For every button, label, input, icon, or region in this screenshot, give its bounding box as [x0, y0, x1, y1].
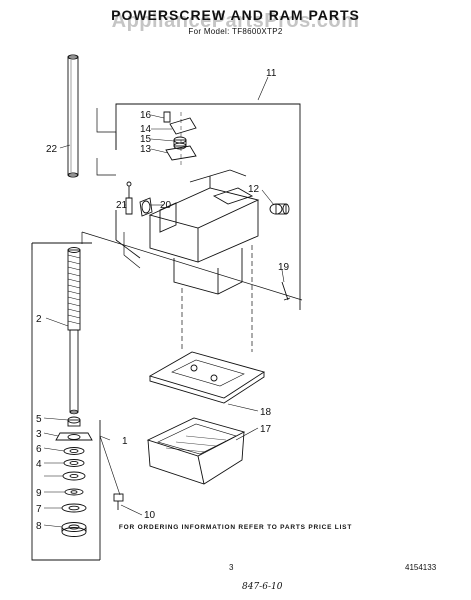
callout-21: 21: [116, 200, 128, 211]
diagram-title: POWERSCREW AND RAM PARTS: [111, 7, 360, 23]
ram-housing-block: [148, 169, 260, 295]
ordering-note: FOR ORDERING INFORMATION REFER TO PARTS …: [118, 524, 353, 531]
callout-16: 16: [140, 110, 152, 121]
callout-3: 3: [36, 429, 42, 440]
callout-labels: 1 2 3 4 5 6 7 8 9 10 11 12 13 14 15 16 1…: [36, 68, 290, 532]
part-1-frame: [31, 242, 101, 561]
callout-10: 10: [144, 510, 156, 521]
part-11-housing-frame: [115, 103, 301, 310]
guide-lines: [81, 108, 303, 352]
callout-7: 7: [36, 504, 42, 515]
part-stack-3-to-9: [55, 416, 93, 537]
callout-8: 8: [36, 521, 42, 532]
part-10-bolt: [99, 435, 124, 510]
page-number: 3: [229, 563, 234, 572]
callout-9: 9: [36, 488, 42, 499]
callout-5: 5: [36, 414, 42, 425]
callout-6: 6: [36, 444, 42, 455]
callout-20: 20: [160, 200, 172, 211]
document-code: 4154133: [405, 563, 437, 572]
leader-lines: [43, 76, 285, 528]
callout-12: 12: [248, 184, 260, 195]
callout-17: 17: [260, 424, 272, 435]
callout-18: 18: [260, 407, 272, 418]
callout-19: 19: [278, 262, 290, 273]
callout-1: 1: [122, 436, 128, 447]
model-subtitle: For Model: TF8600XTP2: [188, 27, 283, 36]
handwritten-note: 847-6-10: [242, 582, 283, 592]
part-22-rod: [67, 54, 79, 178]
callout-15: 15: [140, 134, 152, 145]
callout-14: 14: [140, 124, 152, 135]
callout-4: 4: [36, 459, 42, 470]
part-19-pin: [281, 281, 291, 301]
part-17-tray: [146, 417, 246, 485]
callout-22: 22: [46, 144, 58, 155]
part-2-powerscrew: [67, 247, 81, 415]
parts-13-to-16: [163, 111, 197, 165]
callout-11: 11: [266, 68, 277, 79]
part-18-plate: [148, 351, 266, 404]
part-12-knob: [269, 203, 290, 215]
callout-2: 2: [36, 314, 42, 325]
callout-13: 13: [140, 144, 152, 155]
parts-20-21: [125, 181, 153, 217]
